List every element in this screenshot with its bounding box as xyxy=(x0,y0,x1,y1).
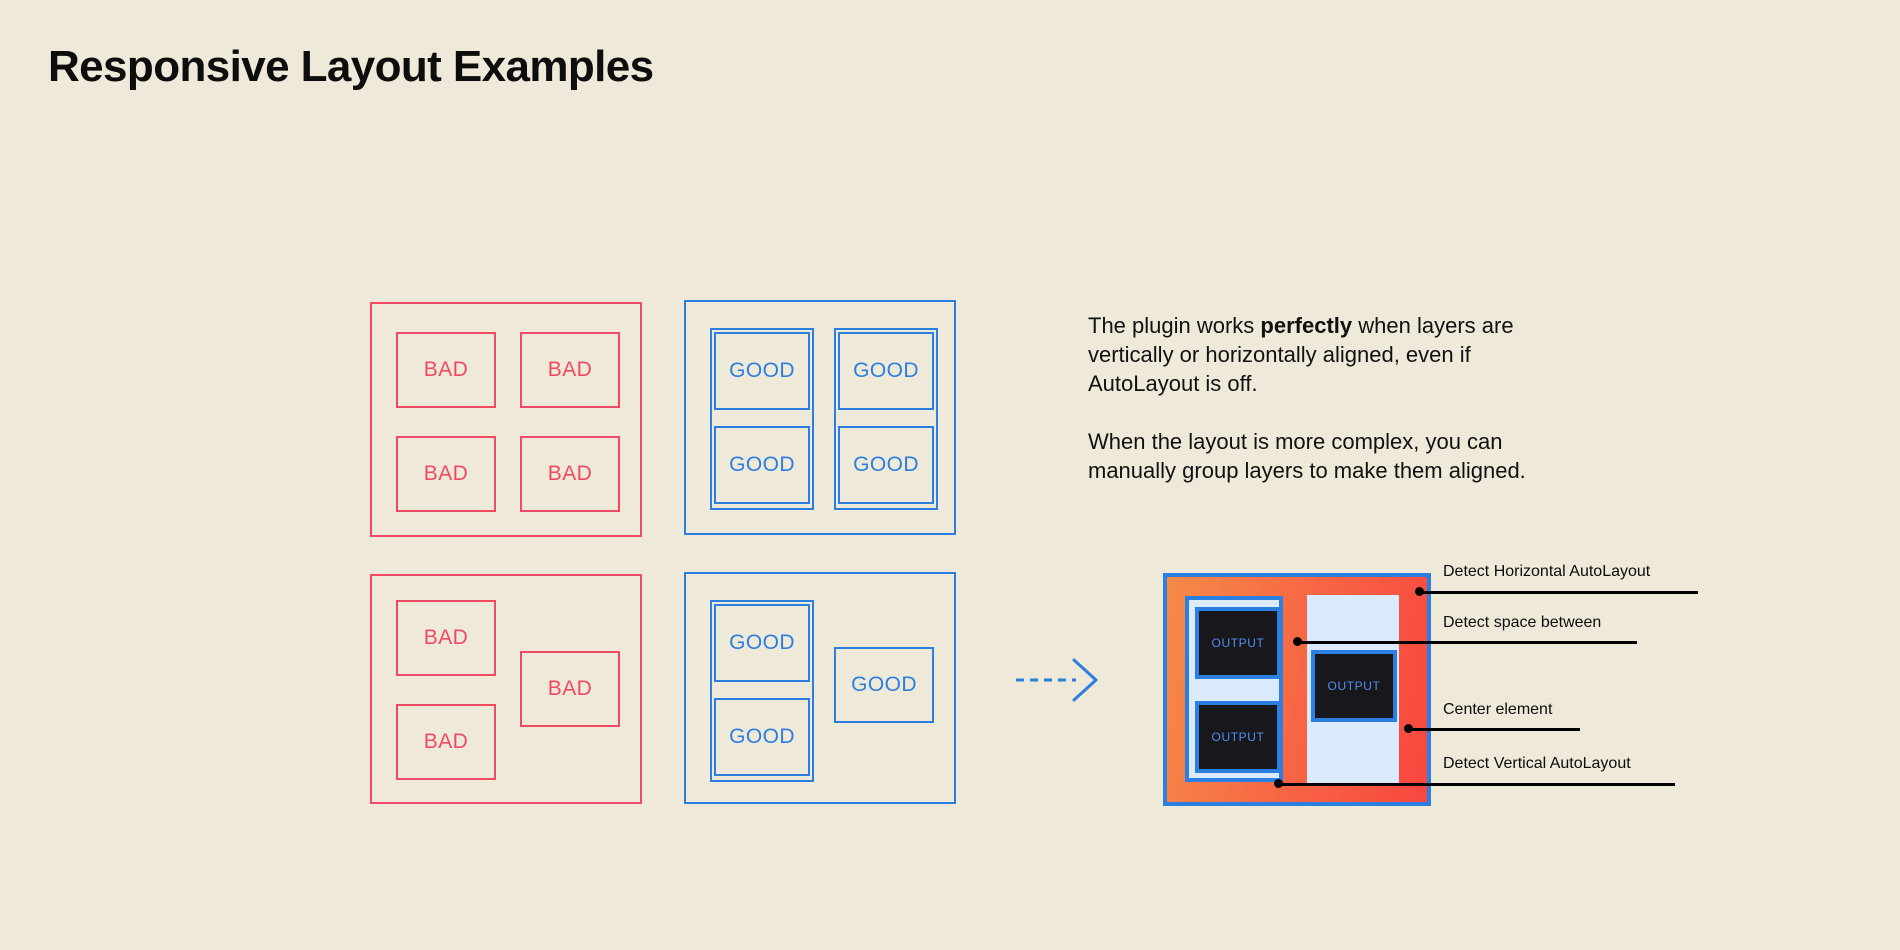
annotation-leader-line xyxy=(1408,728,1580,731)
output-label: OUTPUT xyxy=(1211,730,1265,744)
cell-label: BAD xyxy=(547,358,593,381)
annotation-label-space-between: Detect space between xyxy=(1443,614,1602,631)
annotation-anchor-dot xyxy=(1293,637,1302,646)
good-grid-cell: GOOD xyxy=(838,426,934,504)
good-complex-panel: GOOD GOOD GOOD xyxy=(684,572,956,804)
cell-label: BAD xyxy=(423,730,469,753)
annotation-label-horizontal-autolayout: Detect Horizontal AutoLayout xyxy=(1443,563,1651,580)
good-grid-cell: GOOD xyxy=(714,332,810,410)
annotation-anchor-dot xyxy=(1415,587,1424,596)
cell-label: GOOD xyxy=(729,631,795,654)
cell-label: GOOD xyxy=(853,453,919,476)
good-complex-cell: GOOD xyxy=(714,698,810,776)
page-title: Responsive Layout Examples xyxy=(48,42,654,91)
dashed-arrow-right-icon xyxy=(1016,658,1098,702)
annotation-leader-line xyxy=(1418,591,1698,594)
paragraph-1-emphasis: perfectly xyxy=(1260,313,1353,338)
annotation-label-vertical-autolayout: Detect Vertical AutoLayout xyxy=(1443,755,1631,772)
mockup-output-box: OUTPUT xyxy=(1311,650,1397,722)
cell-label: GOOD xyxy=(853,359,919,382)
good-grid-cell: GOOD xyxy=(714,426,810,504)
annotation-label-center-element: Center element xyxy=(1443,701,1553,718)
description-copy: The plugin works perfectly when layers a… xyxy=(1088,311,1558,485)
mockup-left-panel: OUTPUT OUTPUT xyxy=(1185,596,1283,782)
cell-label: GOOD xyxy=(729,453,795,476)
paragraph-spacer xyxy=(1088,398,1558,427)
paragraph-1: The plugin works perfectly when layers a… xyxy=(1088,311,1558,398)
cell-label: GOOD xyxy=(851,673,917,696)
cell-label: BAD xyxy=(423,462,469,485)
annotation-leader-line xyxy=(1297,641,1637,644)
paragraph-1-part-b: when layers are vertically or horizontal… xyxy=(1088,313,1514,396)
good-complex-cell: GOOD xyxy=(714,604,810,682)
good-grid-group-right: GOOD GOOD xyxy=(834,328,938,510)
good-grid-cell: GOOD xyxy=(838,332,934,410)
mockup-right-panel: OUTPUT xyxy=(1307,595,1399,785)
cell-label: GOOD xyxy=(729,359,795,382)
cell-label: BAD xyxy=(547,677,593,700)
annotation-leader-line xyxy=(1278,783,1675,786)
bad-grid-cell: BAD xyxy=(520,436,620,512)
good-grid-group-left: GOOD GOOD xyxy=(710,328,814,510)
mockup-output-box: OUTPUT xyxy=(1195,607,1281,679)
bad-grid-cell: BAD xyxy=(396,436,496,512)
cell-label: BAD xyxy=(423,626,469,649)
bad-grid-panel: BAD BAD BAD BAD xyxy=(370,302,642,537)
good-complex-cell: GOOD xyxy=(834,647,934,723)
cell-label: BAD xyxy=(547,462,593,485)
bad-complex-cell: BAD xyxy=(520,651,620,727)
annotation-anchor-dot xyxy=(1274,779,1283,788)
bad-grid-cell: BAD xyxy=(520,332,620,408)
bad-complex-panel: BAD BAD BAD xyxy=(370,574,642,804)
cell-label: GOOD xyxy=(729,725,795,748)
paragraph-1-part-a: The plugin works xyxy=(1088,313,1261,338)
cell-label: BAD xyxy=(423,358,469,381)
good-grid-panel: GOOD GOOD GOOD GOOD xyxy=(684,300,956,535)
mockup-output-box: OUTPUT xyxy=(1195,701,1281,773)
output-label: OUTPUT xyxy=(1327,679,1381,693)
output-label: OUTPUT xyxy=(1211,636,1265,650)
bad-complex-cell: BAD xyxy=(396,600,496,676)
annotated-mockup: OUTPUT OUTPUT OUTPUT xyxy=(1163,573,1431,806)
good-complex-group: GOOD GOOD xyxy=(710,600,814,782)
bad-complex-cell: BAD xyxy=(396,704,496,780)
bad-grid-cell: BAD xyxy=(396,332,496,408)
annotation-anchor-dot xyxy=(1404,724,1413,733)
paragraph-2: When the layout is more complex, you can… xyxy=(1088,429,1526,483)
